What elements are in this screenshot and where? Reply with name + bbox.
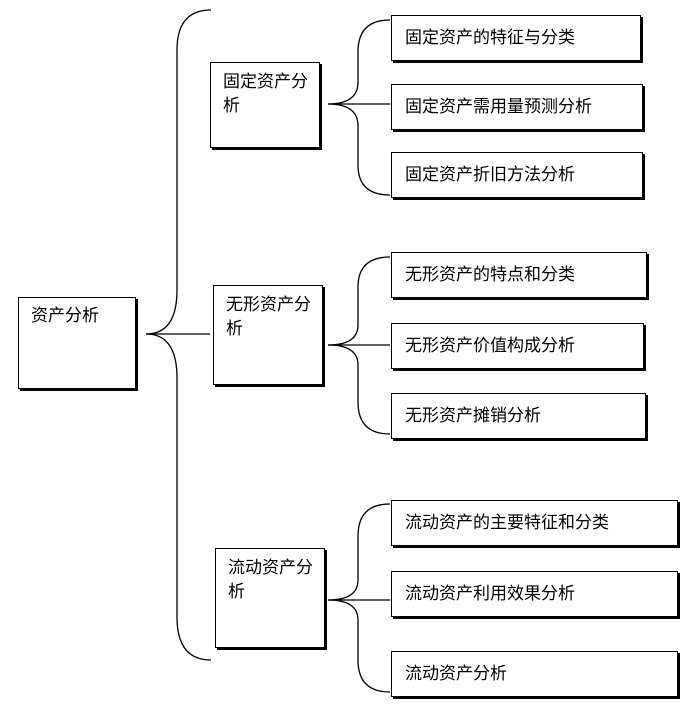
leaf-label: 流动资产分析 <box>405 664 507 684</box>
leaf-label: 无形资产摊销分析 <box>405 406 541 426</box>
category-label: 固定资产分析 <box>223 72 308 116</box>
category-intangible-assets: 无形资产分析 <box>213 285 323 385</box>
leaf-node: 流动资产的主要特征和分类 <box>391 500 678 546</box>
leaf-label: 无形资产的特点和分类 <box>405 265 575 285</box>
leaf-label: 固定资产的特征与分类 <box>405 28 575 48</box>
leaf-node: 固定资产折旧方法分析 <box>391 152 643 198</box>
cat1-bracket <box>327 19 391 196</box>
leaf-node: 固定资产的特征与分类 <box>391 15 641 61</box>
leaf-label: 流动资产利用效果分析 <box>405 584 575 604</box>
root-node-label: 资产分析 <box>31 306 99 326</box>
root-bracket <box>145 9 212 661</box>
leaf-label: 流动资产的主要特征和分类 <box>405 513 609 533</box>
leaf-node: 流动资产利用效果分析 <box>391 571 678 617</box>
leaf-node: 无形资产的特点和分类 <box>391 252 647 298</box>
cat3-bracket <box>327 503 391 693</box>
root-node: 资产分析 <box>18 297 136 389</box>
leaf-label: 无形资产价值构成分析 <box>405 336 575 356</box>
leaf-node: 固定资产需用量预测分析 <box>391 84 643 130</box>
category-current-assets: 流动资产分析 <box>215 548 325 648</box>
leaf-node: 流动资产分析 <box>391 651 678 697</box>
leaf-node: 无形资产价值构成分析 <box>391 323 644 369</box>
category-fixed-assets: 固定资产分析 <box>210 62 320 148</box>
category-label: 无形资产分析 <box>226 295 311 339</box>
category-label: 流动资产分析 <box>228 558 313 602</box>
leaf-node: 无形资产摊销分析 <box>391 393 646 439</box>
leaf-label: 固定资产需用量预测分析 <box>405 97 592 117</box>
leaf-label: 固定资产折旧方法分析 <box>405 165 575 185</box>
